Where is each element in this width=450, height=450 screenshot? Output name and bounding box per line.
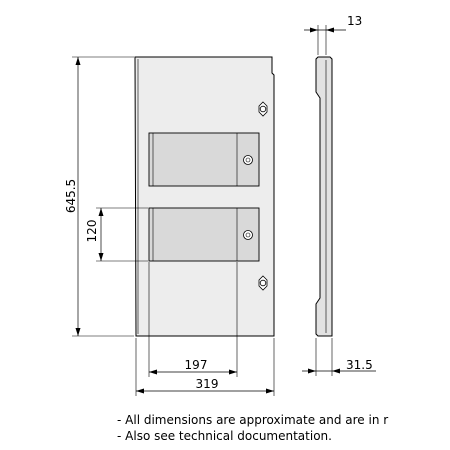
upper-window-knob-inner — [245, 157, 251, 163]
front-width-label: 319 — [196, 377, 219, 391]
window-width-label: 197 — [185, 358, 208, 372]
front-panel-outline — [134, 56, 275, 337]
dimension-front-width: 319 — [135, 338, 275, 396]
window-height-label: 120 — [85, 220, 99, 243]
upper-latch-hole — [259, 105, 267, 113]
upper-window — [148, 132, 260, 187]
arrowhead-window-top — [98, 208, 104, 216]
lower-window-knob — [243, 230, 253, 240]
arrowhead-window-bottom — [98, 253, 104, 261]
upper-window-knob — [243, 155, 253, 165]
dimension-profile-thickness: 13 — [304, 14, 362, 55]
arrowhead-thickness-left — [310, 27, 318, 33]
upper-latch — [258, 101, 268, 117]
dimension-front-height: 645.5 — [64, 56, 134, 337]
lower-latch-hole — [259, 279, 267, 287]
dimension-window-width: 197 — [148, 262, 238, 377]
note-approximate-dimensions: - All dimensions are approximate and are… — [117, 413, 388, 427]
profile-depth-label: 31.5 — [346, 358, 373, 372]
arrowhead-height-bottom — [75, 328, 81, 336]
profile-thickness-label: 13 — [347, 14, 362, 28]
arrowhead-window-width-left — [149, 369, 157, 375]
lower-window-knob-inner — [245, 232, 251, 238]
arrowhead-depth-right — [332, 368, 340, 374]
arrowhead-thickness-right — [326, 27, 334, 33]
note-technical-documentation: - Also see technical documentation. — [117, 429, 332, 443]
arrowhead-window-width-right — [229, 369, 237, 375]
lower-window-frame — [148, 207, 260, 262]
side-profile — [315, 56, 333, 337]
side-profile-outline — [315, 56, 333, 337]
lower-window — [148, 207, 260, 262]
arrowhead-depth-left — [308, 368, 316, 374]
front-panel — [134, 56, 275, 337]
dimension-window-height: 120 — [85, 207, 148, 262]
upper-window-frame — [148, 132, 260, 187]
arrowhead-front-width-right — [266, 388, 274, 394]
lower-latch — [258, 275, 268, 291]
height-label: 645.5 — [64, 179, 78, 213]
arrowhead-height-top — [75, 57, 81, 65]
arrowhead-front-width-left — [136, 388, 144, 394]
dimension-profile-depth: 31.5 — [302, 338, 376, 376]
notes-block: - All dimensions are approximate and are… — [117, 413, 388, 443]
